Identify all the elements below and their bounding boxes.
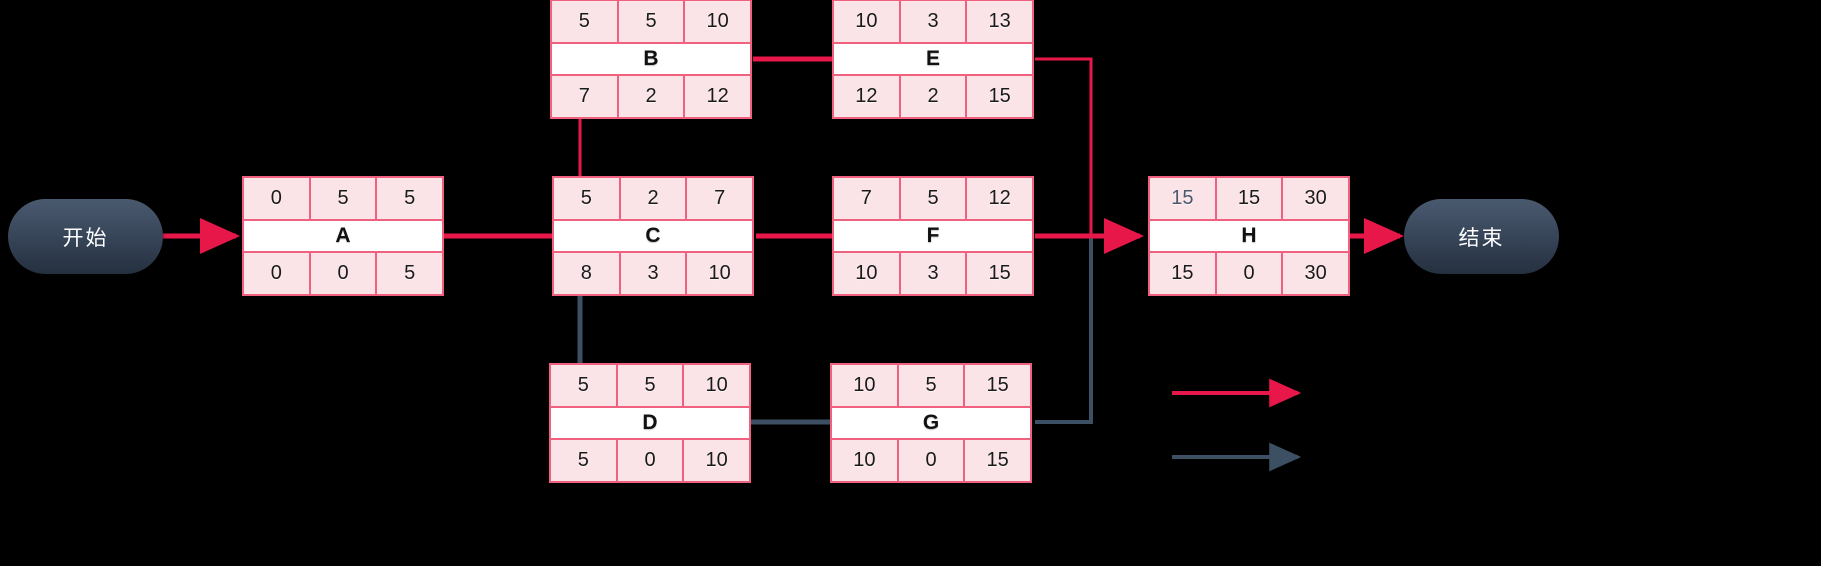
node-F-dur: 5 — [900, 178, 968, 219]
node-G-label: G — [832, 406, 1030, 440]
node-B-label: B — [552, 42, 750, 76]
node-F-top-row: 7 5 12 — [834, 178, 1033, 219]
node-D-es: 5 — [551, 365, 618, 406]
node-C-bottom-row: 8 3 10 — [554, 253, 753, 294]
activity-node-D[interactable]: 5 5 10 D 5 0 10 — [549, 363, 751, 483]
node-H-ls: 15 — [1150, 253, 1217, 294]
node-E-float: 2 — [900, 76, 968, 117]
node-C-lf: 10 — [687, 253, 753, 294]
node-E-ef: 13 — [967, 1, 1033, 42]
node-G-bottom-row: 10 0 15 — [832, 440, 1031, 481]
node-A-es: 0 — [244, 178, 311, 219]
node-B-top-row: 5 5 10 — [552, 1, 751, 42]
node-B-es: 5 — [552, 1, 619, 42]
node-H-float: 0 — [1216, 253, 1284, 294]
node-H-dur: 15 — [1216, 178, 1284, 219]
node-D-label: D — [551, 406, 749, 440]
node-H-label: H — [1150, 219, 1348, 253]
node-B-ls: 7 — [552, 76, 619, 117]
node-D-lf: 10 — [684, 440, 750, 481]
node-A-top-row: 0 5 5 — [244, 178, 443, 219]
node-A-ls: 0 — [244, 253, 311, 294]
node-C-dur: 2 — [620, 178, 688, 219]
activity-node-E[interactable]: 10 3 13 E 12 2 15 — [832, 0, 1034, 119]
node-A-label: A — [244, 219, 442, 253]
node-F-lf: 15 — [967, 253, 1033, 294]
node-B-lf: 12 — [685, 76, 751, 117]
node-D-top-row: 5 5 10 — [551, 365, 750, 406]
node-G-ef: 15 — [965, 365, 1031, 406]
activity-node-A[interactable]: 0 5 5 A 0 0 5 — [242, 176, 444, 296]
node-A-dur: 5 — [310, 178, 378, 219]
node-D-float: 0 — [617, 440, 685, 481]
node-E-lf: 15 — [967, 76, 1033, 117]
end-node-label: 结束 — [1458, 226, 1505, 250]
node-F-float: 3 — [900, 253, 968, 294]
node-C-float: 3 — [620, 253, 688, 294]
node-C-label: C — [554, 219, 752, 253]
edge-E-to-H — [1035, 57, 1093, 236]
node-C-es: 5 — [554, 178, 621, 219]
node-C-top-row: 5 2 7 — [554, 178, 753, 219]
node-H-bottom-row: 15 0 30 — [1150, 253, 1349, 294]
node-E-bottom-row: 12 2 15 — [834, 76, 1033, 117]
activity-node-G[interactable]: 10 5 15 G 10 0 15 — [830, 363, 1032, 483]
edge-G-to-H — [1035, 236, 1093, 424]
node-F-bottom-row: 10 3 15 — [834, 253, 1033, 294]
end-node[interactable]: 结束 — [1404, 199, 1559, 274]
activity-node-H[interactable]: 15 15 30 H 15 0 30 — [1148, 176, 1350, 296]
node-A-ef: 5 — [377, 178, 443, 219]
start-node-label: 开始 — [62, 226, 109, 250]
node-E-label: E — [834, 42, 1032, 76]
node-B-bottom-row: 7 2 12 — [552, 76, 751, 117]
node-D-dur: 5 — [617, 365, 685, 406]
node-G-float: 0 — [898, 440, 966, 481]
node-H-es: 15 — [1150, 178, 1217, 219]
node-F-es: 7 — [834, 178, 901, 219]
node-H-lf: 30 — [1283, 253, 1349, 294]
start-node[interactable]: 开始 — [8, 199, 163, 274]
node-A-bottom-row: 0 0 5 — [244, 253, 443, 294]
activity-node-F[interactable]: 7 5 12 F 10 3 15 — [832, 176, 1034, 296]
node-D-bottom-row: 5 0 10 — [551, 440, 750, 481]
node-G-ls: 10 — [832, 440, 899, 481]
node-F-ef: 12 — [967, 178, 1033, 219]
node-H-top-row: 15 15 30 — [1150, 178, 1349, 219]
node-G-lf: 15 — [965, 440, 1031, 481]
node-G-top-row: 10 5 15 — [832, 365, 1031, 406]
activity-node-B[interactable]: 5 5 10 B 7 2 12 — [550, 0, 752, 119]
node-D-ef: 10 — [684, 365, 750, 406]
node-E-es: 10 — [834, 1, 901, 42]
node-F-ls: 10 — [834, 253, 901, 294]
node-B-float: 2 — [618, 76, 686, 117]
node-G-es: 10 — [832, 365, 899, 406]
node-D-ls: 5 — [551, 440, 618, 481]
node-E-top-row: 10 3 13 — [834, 1, 1033, 42]
node-C-ef: 7 — [687, 178, 753, 219]
node-E-ls: 12 — [834, 76, 901, 117]
node-H-ef: 30 — [1283, 178, 1349, 219]
node-B-dur: 5 — [618, 1, 686, 42]
node-A-lf: 5 — [377, 253, 443, 294]
node-E-dur: 3 — [900, 1, 968, 42]
node-G-dur: 5 — [898, 365, 966, 406]
node-A-float: 0 — [310, 253, 378, 294]
node-F-label: F — [834, 219, 1032, 253]
node-B-ef: 10 — [685, 1, 751, 42]
node-C-ls: 8 — [554, 253, 621, 294]
activity-node-C[interactable]: 5 2 7 C 8 3 10 — [552, 176, 754, 296]
